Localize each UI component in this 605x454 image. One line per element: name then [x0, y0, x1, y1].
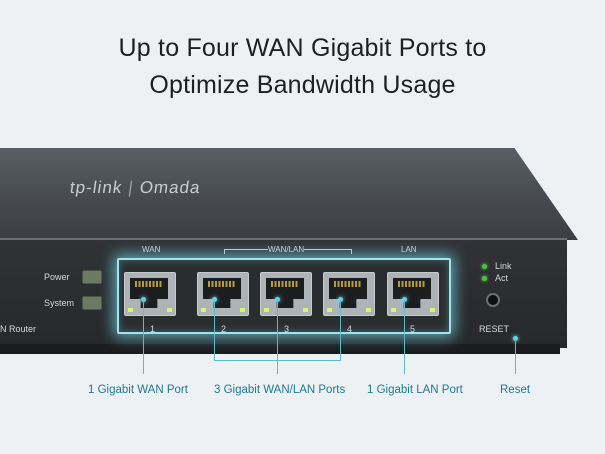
- act-label: Act: [495, 273, 509, 283]
- wan-callout-line: [143, 300, 144, 374]
- act-led-icon: [482, 276, 487, 281]
- lan-port-callout: 1 Gigabit LAN Port: [367, 384, 463, 396]
- reset-callout: Reset: [500, 384, 531, 396]
- port-4-icon: [323, 272, 375, 316]
- wan-lan-bracket-right-tick: [351, 249, 352, 254]
- model-label: N Router: [0, 324, 37, 334]
- port-1-icon: [124, 272, 176, 316]
- wan-lan-callout-dot-2: [212, 297, 217, 302]
- port-3-icon: [260, 272, 312, 316]
- wan-lan-callout-line-3: [277, 300, 278, 374]
- link-label: Link: [495, 261, 512, 271]
- port-number-1: 1: [150, 324, 156, 334]
- wan-lan-callout-dot-4: [338, 297, 343, 302]
- lan-callout-dot: [402, 297, 407, 302]
- wan-lan-group-label: WAN/LAN: [268, 245, 305, 254]
- port-number-5: 5: [410, 324, 416, 334]
- lan-group-label: LAN: [401, 245, 417, 254]
- wan-lan-bracket-left: [224, 249, 268, 250]
- lan-callout-line: [404, 300, 405, 374]
- headline: Up to Four WAN Gigabit Ports to Optimize…: [0, 30, 605, 104]
- wan-lan-bracket-right: [304, 249, 352, 250]
- port-number-3: 3: [284, 324, 290, 334]
- reset-callout-dot: [513, 336, 518, 341]
- headline-line-2: Optimize Bandwidth Usage: [149, 71, 456, 99]
- router-top-face: [0, 148, 578, 240]
- router-bottom-edge: [0, 344, 560, 354]
- port-5-icon: [387, 272, 439, 316]
- reset-label: RESET: [479, 324, 510, 334]
- wan-lan-callout-line-4: [340, 300, 341, 360]
- power-led-icon: [82, 270, 102, 284]
- wan-lan-callout-line-2: [214, 300, 215, 360]
- reset-callout-line: [515, 339, 516, 374]
- wan-callout-dot: [141, 297, 146, 302]
- ethernet-port-panel: [117, 258, 451, 334]
- brand-logo: tp-link|Omada: [69, 178, 202, 198]
- system-label: System: [44, 298, 75, 308]
- wan-port-callout: 1 Gigabit WAN Port: [88, 384, 188, 396]
- wan-lan-callout-bracket: [214, 360, 341, 361]
- logo-separator: |: [127, 178, 136, 197]
- router-device: tp-link|Omada Power System N Router WAN …: [0, 148, 605, 360]
- port-number-2: 2: [221, 324, 227, 334]
- headline-line-1: Up to Four WAN Gigabit Ports to: [118, 34, 487, 62]
- product-line-name: Omada: [138, 178, 202, 197]
- system-led-icon: [82, 296, 102, 310]
- link-led-icon: [482, 264, 487, 269]
- wan-lan-ports-callout: 3 Gigabit WAN/LAN Ports: [214, 384, 346, 396]
- wan-lan-callout-dot-3: [275, 297, 280, 302]
- brand-name: tp-link: [68, 178, 124, 197]
- power-label: Power: [44, 272, 70, 282]
- port-2-icon: [197, 272, 249, 316]
- wan-lan-bracket-left-tick: [224, 249, 225, 254]
- port-number-4: 4: [347, 324, 353, 334]
- wan-group-label: WAN: [142, 245, 161, 254]
- reset-button[interactable]: [486, 293, 500, 307]
